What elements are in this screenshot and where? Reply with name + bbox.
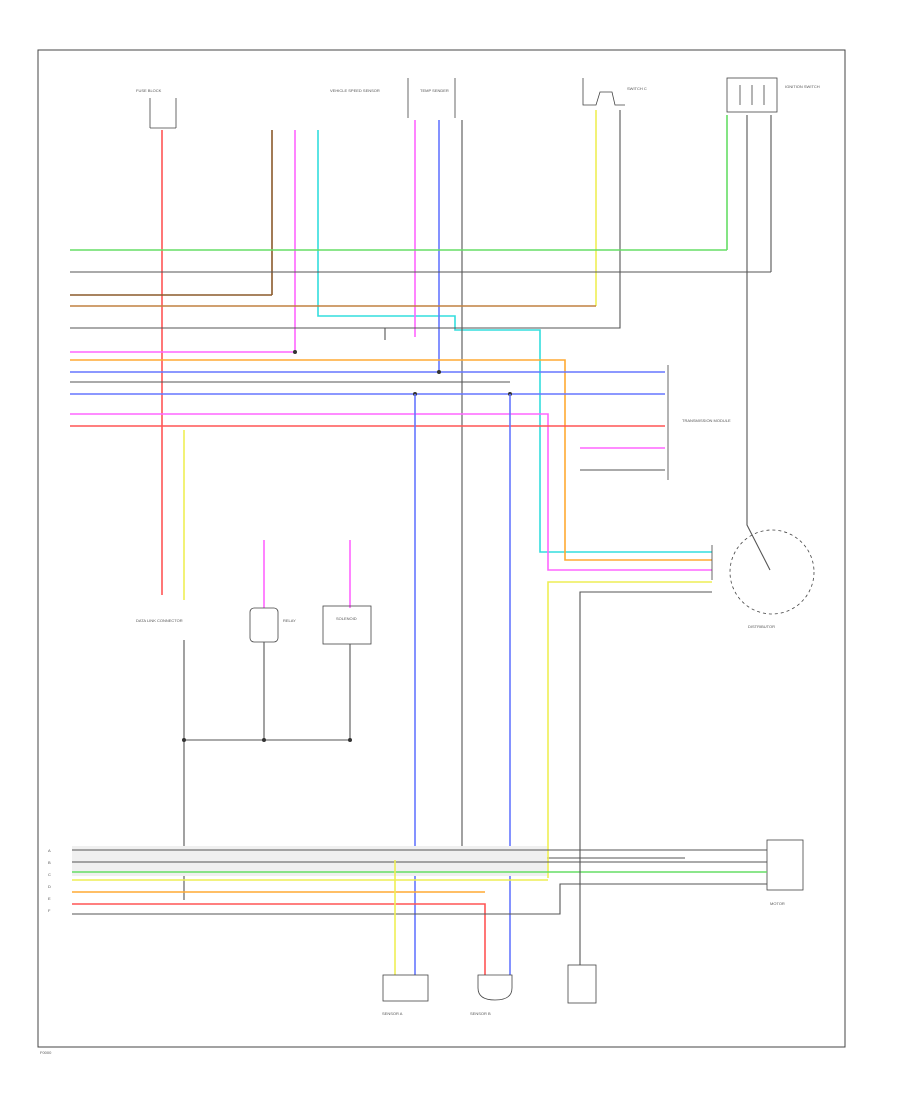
- pin-c: C: [48, 872, 51, 877]
- data-connector-label: DATA LINK CONNECTOR: [136, 618, 183, 623]
- distributor-label: DISTRIBUTOR: [748, 624, 775, 629]
- pin-e: E: [48, 896, 51, 901]
- sensor-a-label: SENSOR A: [382, 1011, 403, 1016]
- diagram-frame: [37, 49, 846, 1048]
- temp-sender: TEMP SENDER: [407, 78, 456, 118]
- pin-d: D: [48, 884, 51, 889]
- vehicle-speed-sensor: VEHICLE SPEED SENSOR: [330, 88, 380, 93]
- sensor-a: SENSOR A: [382, 974, 429, 1016]
- vehicle-speed-label: VEHICLE SPEED SENSOR: [330, 88, 380, 93]
- wire-yellow-dist: [547, 581, 712, 878]
- fuse-block: FUSE BLOCK: [136, 88, 177, 129]
- solenoid: SOLENOID: [322, 540, 372, 740]
- motor-label: MOTOR: [770, 901, 785, 906]
- distributor: DISTRIBUTOR: [711, 529, 815, 629]
- sensor-b: SENSOR B: [470, 974, 513, 1016]
- switch-c-label: SWITCH C: [627, 86, 647, 91]
- wire-gray-dist: [579, 591, 712, 866]
- bus-pink-2: [70, 413, 712, 571]
- ignition-switch: IGNITION SWITCH: [726, 77, 820, 113]
- lower-bus-red: [72, 903, 486, 975]
- bus-orange: [70, 359, 712, 561]
- sensor-b-label: SENSOR B: [470, 1011, 491, 1016]
- wire-gray-ign-1: [746, 115, 771, 571]
- transmission-module-connector: TRANSMISSION MODULE: [667, 365, 731, 480]
- pin-a: A: [48, 848, 51, 853]
- relay-label: RELAY: [283, 618, 296, 623]
- lower-bus-shade: [72, 846, 547, 876]
- switch-c: SWITCH C: [582, 78, 647, 106]
- motor: MOTOR: [685, 839, 804, 906]
- wire-gray-switch: [384, 110, 621, 340]
- fuse-block-label: FUSE BLOCK: [136, 88, 162, 93]
- relay: RELAY: [249, 540, 296, 740]
- data-link-connector: DATA LINK CONNECTOR: [136, 618, 183, 623]
- temp-sender-label: TEMP SENDER: [420, 88, 449, 93]
- switch-d: [567, 866, 597, 1004]
- pin-b: B: [48, 860, 51, 865]
- footer-code: F0000: [40, 1050, 52, 1055]
- transmission-module-label: TRANSMISSION MODULE: [682, 418, 731, 423]
- pin-f: F: [48, 908, 51, 913]
- ignition-switch-label: IGNITION SWITCH: [785, 84, 820, 89]
- wire-cyan-top: [317, 130, 712, 553]
- lower-bus-gray-3: [72, 883, 685, 915]
- wire-gray-tempsender: [461, 120, 685, 859]
- solenoid-label: SOLENOID: [336, 616, 357, 621]
